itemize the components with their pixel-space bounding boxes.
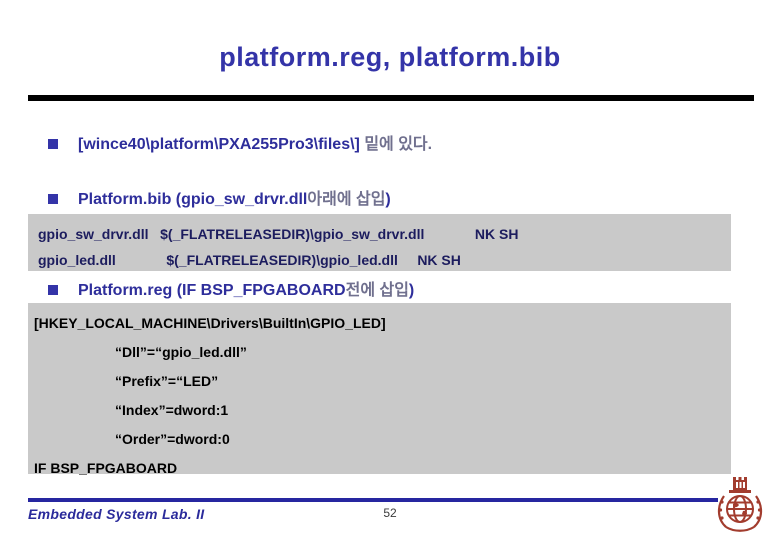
bullet-text: Platform.reg (IF BSP_FPGABOARD전에 삽입) — [78, 281, 414, 300]
bullet-item-path: [wince40\platform\PXA255Pro3\files\] 밑에 … — [48, 135, 432, 154]
bullet-reg-text: Platform.reg (IF BSP_FPGABOARD — [78, 282, 346, 299]
bullet-text: [wince40\platform\PXA255Pro3\files\] 밑에 … — [78, 135, 432, 154]
reg-if-line: IF BSP_FPGABOARD — [34, 460, 178, 476]
footer-lab-name: Embedded System Lab. II — [28, 506, 205, 522]
bib-code-row: gpio_led.dll $(_FLATRELEASEDIR)\gpio_led… — [38, 252, 461, 268]
bullet-korean-text: 아래에 삽입 — [307, 191, 386, 208]
page-title: platform.reg, platform.bib — [219, 42, 561, 72]
title-divider — [28, 95, 754, 101]
reg-code-block: [HKEY_LOCAL_MACHINE\Drivers\BuiltIn\GPIO… — [28, 303, 731, 476]
reg-dll-line: “Dll”=“gpio_led.dll” — [115, 344, 247, 360]
reg-prefix-line: “Prefix”=“LED” — [115, 373, 219, 389]
bullet-path-text: [wince40\platform\PXA255Pro3\files\] — [78, 136, 360, 153]
bib-code-row: gpio_sw_drvr.dll $(_FLATRELEASEDIR)\gpio… — [38, 226, 519, 242]
bullet-close-paren: ) — [385, 191, 391, 208]
square-bullet-icon — [48, 194, 58, 204]
square-bullet-icon — [48, 285, 58, 295]
footer-divider — [28, 498, 718, 502]
bullet-korean-text: 밑에 있다. — [359, 136, 433, 153]
bullet-item-platform-reg: Platform.reg (IF BSP_FPGABOARD전에 삽입) — [48, 281, 414, 300]
university-emblem-icon — [717, 477, 763, 532]
bullet-text: Platform.bib (gpio_sw_drvr.dll아래에 삽입) — [78, 190, 391, 209]
reg-hkey-line: [HKEY_LOCAL_MACHINE\Drivers\BuiltIn\GPIO… — [34, 315, 386, 331]
reg-order-line: “Order”=dword:0 — [115, 431, 230, 447]
square-bullet-icon — [48, 139, 58, 149]
bullet-close-paren: ) — [408, 282, 415, 299]
bullet-item-platform-bib: Platform.bib (gpio_sw_drvr.dll아래에 삽입) — [48, 190, 391, 209]
bullet-bib-text: Platform.bib (gpio_sw_drvr.dll — [78, 191, 308, 208]
bib-code-block: gpio_sw_drvr.dll $(_FLATRELEASEDIR)\gpio… — [28, 214, 731, 271]
reg-index-line: “Index”=dword:1 — [115, 402, 229, 418]
page-number: 52 — [383, 506, 397, 520]
bullet-korean-text: 전에 삽입 — [345, 282, 409, 299]
